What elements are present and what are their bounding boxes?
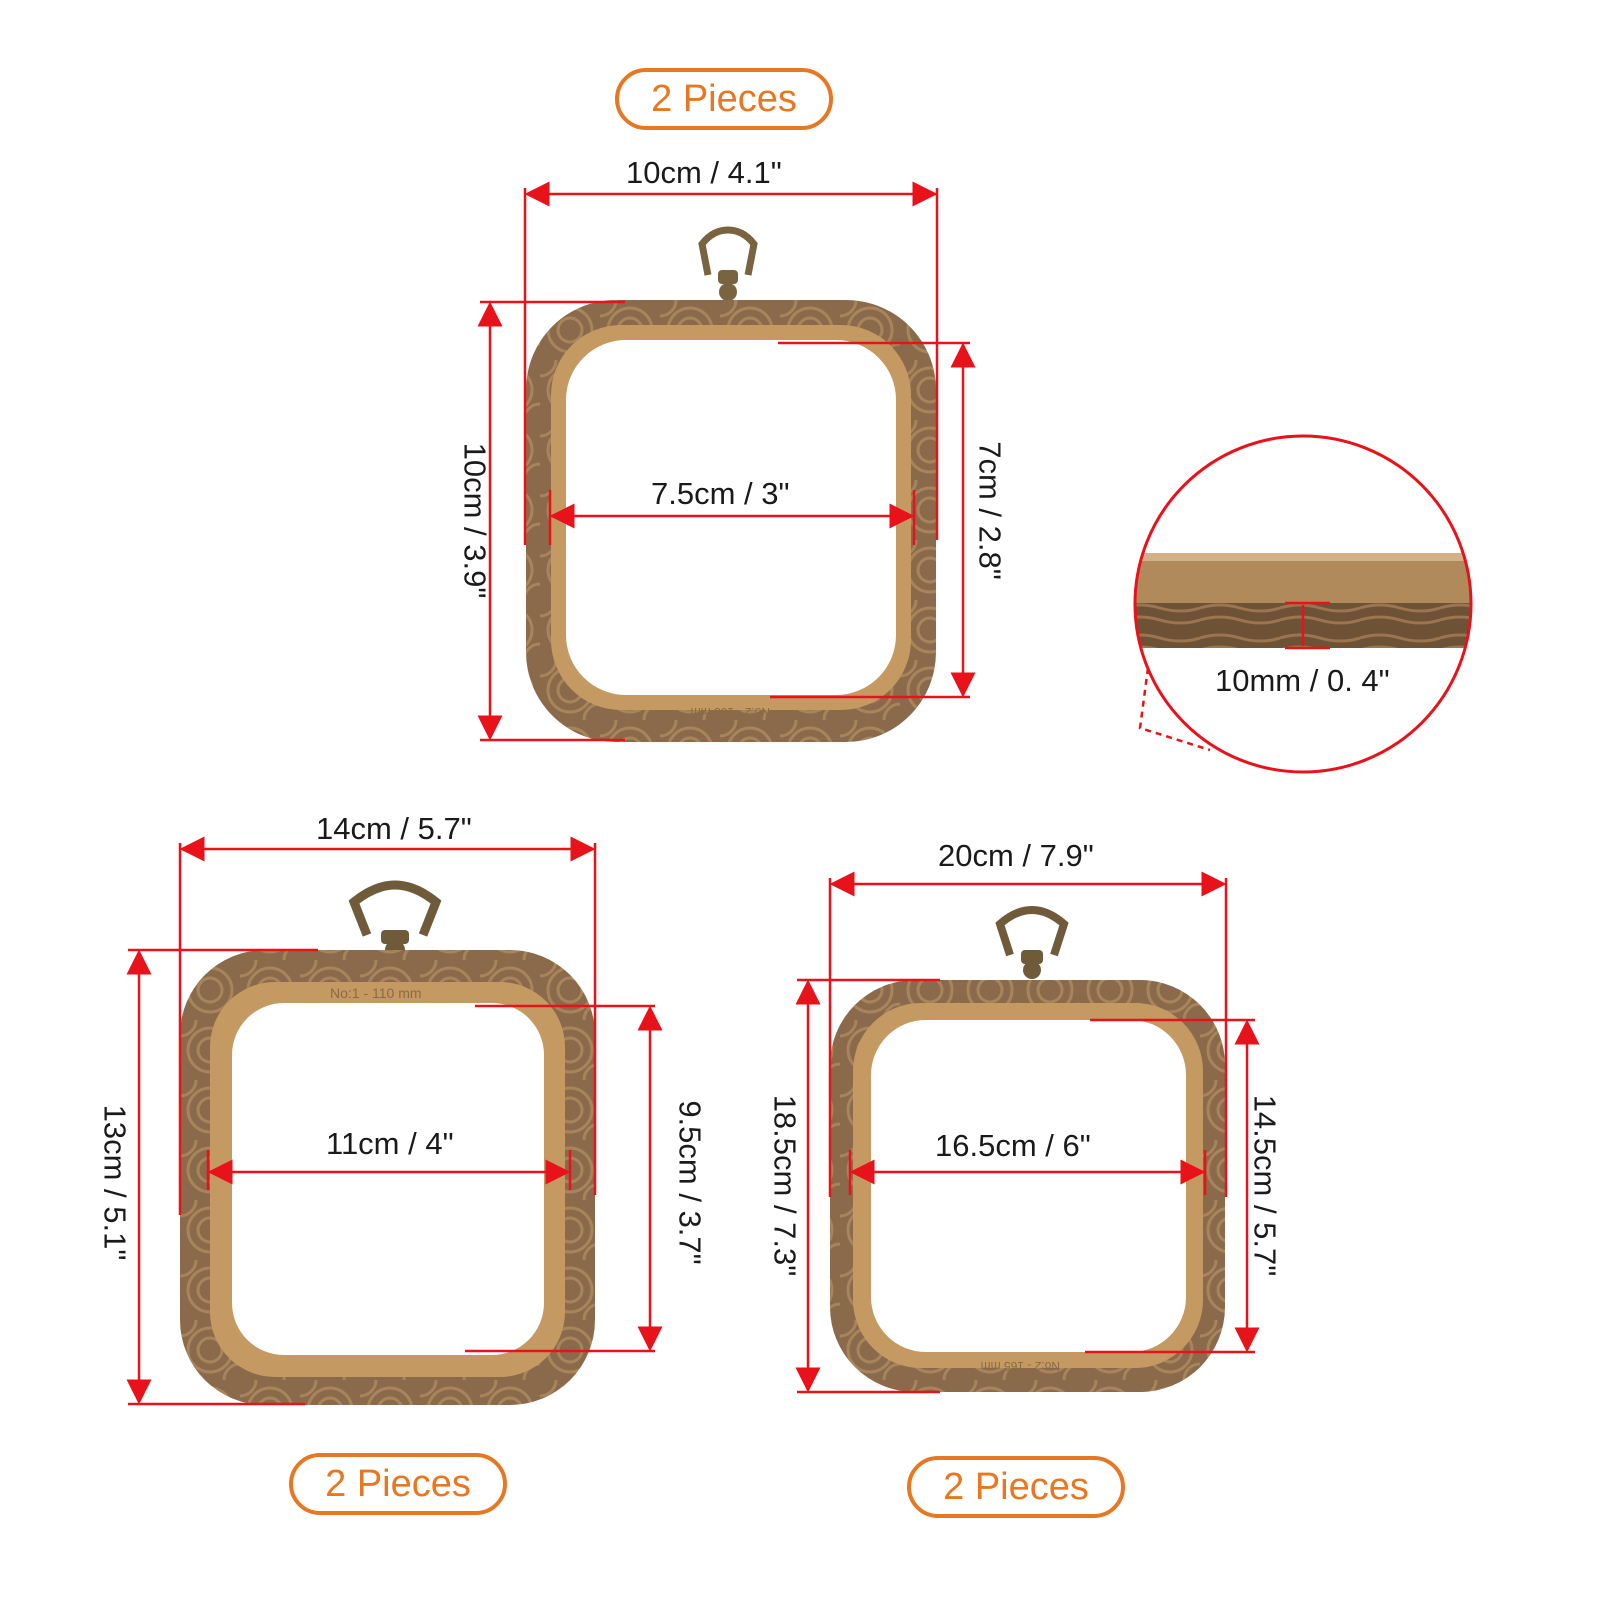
- hoop-large-outer-height-label: 18.5cm / 7.3": [767, 1094, 803, 1277]
- hanger-icon: [698, 226, 758, 301]
- hoop-small-inner-width-label: 7.5cm / 3": [651, 476, 790, 511]
- pieces-badge-top: 2 Pieces: [615, 68, 833, 130]
- hoop-large: No:2 - 165 mm: [795, 871, 1260, 1394]
- thickness-label: 10mm / 0. 4": [1215, 663, 1390, 698]
- hoop-medium-outer-width-label: 14cm / 5.7": [316, 811, 472, 846]
- hoop-medium-engraving: No:1 - 110 mm: [330, 985, 422, 1001]
- hoop-medium-inner-width-label: 11cm / 4": [326, 1126, 454, 1161]
- detail-magnifier-circle: [1133, 434, 1473, 774]
- hanger-icon: [348, 880, 442, 960]
- hoop-small: No:2 - 165 mm: [477, 181, 976, 742]
- hoop-large-engraving: No:2 - 165 mm: [981, 1359, 1060, 1373]
- hoop-small-engraving: No:2 - 165 mm: [691, 705, 770, 719]
- hoop-large-inner-height-label: 14.5cm / 5.7": [1247, 1094, 1283, 1277]
- hoop-small-inner-height-label: 7cm / 2.8": [972, 441, 1008, 580]
- pieces-badge-bottom-left: 2 Pieces: [289, 1453, 507, 1515]
- hoop-large-inner-width-label: 16.5cm / 6": [935, 1128, 1091, 1163]
- pieces-badge-bottom-right: 2 Pieces: [907, 1456, 1125, 1518]
- hanger-icon: [995, 905, 1069, 979]
- hoop-medium: No:1 - 110 mm: [126, 836, 663, 1406]
- hoop-medium-outer-height-label: 13cm / 5.1": [97, 1104, 133, 1261]
- hoop-small-outer-width-label: 10cm / 4.1": [626, 155, 782, 190]
- hoop-medium-inner-height-label: 9.5cm / 3.7": [672, 1100, 708, 1265]
- thickness-detail: [1133, 434, 1473, 774]
- hoop-large-outer-width-label: 20cm / 7.9": [938, 838, 1094, 873]
- hoop-small-outer-height-label: 10cm / 3.9": [457, 442, 493, 599]
